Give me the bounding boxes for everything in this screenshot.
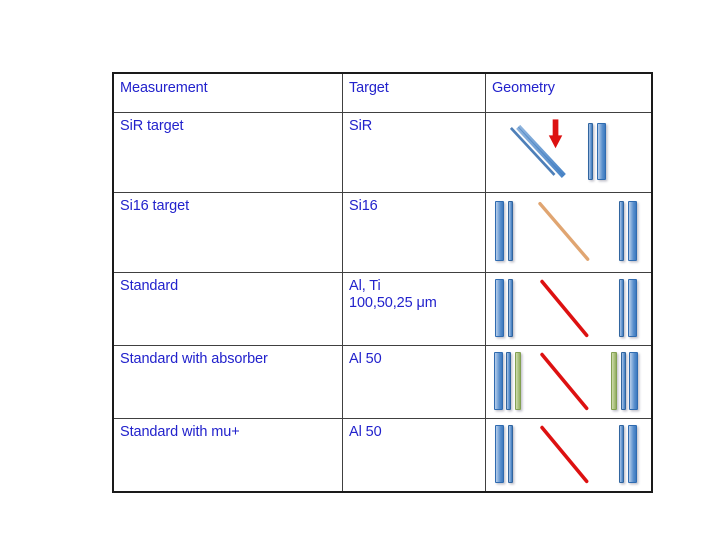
detector-bar-thin [506,352,511,410]
cell-geometry [485,272,653,346]
target-label: Al 50 [349,351,382,367]
cell-geometry [485,418,653,493]
detector-bar-thin [508,279,513,337]
detector-bar-thin [588,123,593,180]
detector-bar-thick [495,279,504,337]
geometry-diagram-absorber [486,346,651,418]
table-row: Standard with absorber Al 50 [112,345,653,419]
detector-bar-thick [628,425,637,483]
red-down-arrow-icon [548,119,563,149]
measurement-label: Standard with mu+ [120,424,240,440]
target-thickness-label: 100,50,25 μm [349,295,437,312]
cell-measurement: SiR target [112,112,343,193]
red-diagonal-target-icon [540,425,589,484]
target-label: Si16 [349,198,378,214]
cell-geometry [485,192,653,273]
target-label: SiR [349,118,373,134]
sir-diagonal-slabs-icon [509,124,566,178]
cell-target: Al 50 [342,345,486,419]
detector-bar-thin [621,352,626,410]
cell-measurement: Standard with mu+ [112,418,343,493]
red-diagonal-target-icon [540,279,589,338]
target-label: Al, Ti [349,278,381,294]
target-label: Al 50 [349,424,382,440]
detector-bar-thick [629,352,638,410]
cell-measurement: Standard with absorber [112,345,343,419]
measurement-label: Standard [120,278,179,294]
cell-measurement: Standard [112,272,343,346]
header-measurement: Measurement [112,72,343,113]
cell-target: Si16 [342,192,486,273]
cell-target: SiR [342,112,486,193]
measurement-label: Si16 target [120,198,190,214]
geometry-diagram-sir [486,113,651,192]
detector-bar-thick [495,425,504,483]
detector-bar-thin [619,201,624,261]
absorber-bar-green [611,352,617,410]
header-target-label: Target [349,80,389,96]
cell-target: Al, Ti 100,50,25 μm [342,272,486,346]
header-measurement-label: Measurement [120,80,208,96]
table-header-row: Measurement Target Geometry [112,72,653,113]
cell-geometry [485,345,653,419]
detector-bar-thin [508,201,513,261]
tan-diagonal-target-icon [538,201,590,261]
detector-bar-thin [619,425,624,483]
geometry-diagram-si16 [486,193,651,272]
detector-bar-thin [619,279,624,337]
measurement-label: SiR target [120,118,184,134]
detector-bar-thin [508,425,513,483]
detector-bar-thick [495,201,504,261]
detector-bar-thick [597,123,606,180]
header-geometry-label: Geometry [492,80,555,96]
table-row: Standard with mu+ Al 50 [112,418,653,493]
detector-bar-thick [494,352,503,410]
detector-bar-thick [628,201,637,261]
detector-bar-thick [628,279,637,337]
geometry-diagram-standard [486,273,651,345]
table-row: Si16 target Si16 [112,192,653,273]
table-row: Standard Al, Ti 100,50,25 μm [112,272,653,346]
cell-target: Al 50 [342,418,486,493]
geometry-table: Measurement Target Geometry SiR target S… [112,72,653,493]
red-diagonal-target-icon [540,352,589,411]
absorber-bar-green [515,352,521,410]
cell-geometry [485,112,653,193]
header-target: Target [342,72,486,113]
cell-measurement: Si16 target [112,192,343,273]
geometry-diagram-muplus [486,419,651,491]
measurement-label: Standard with absorber [120,351,268,367]
header-geometry: Geometry [485,72,653,113]
table-row: SiR target SiR [112,112,653,193]
